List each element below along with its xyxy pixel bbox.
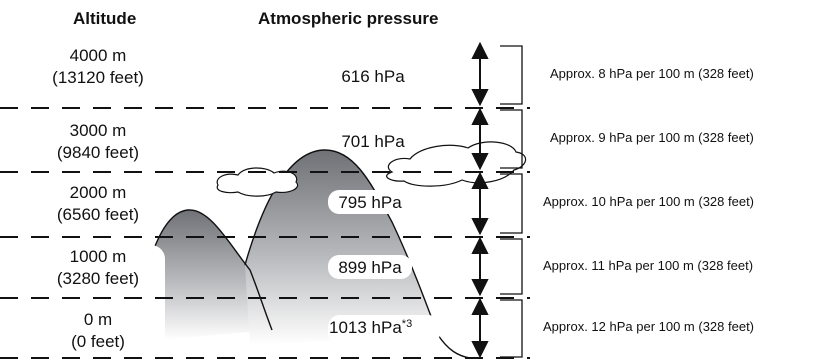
band-brackets xyxy=(500,45,523,358)
patch-1013 xyxy=(328,315,440,345)
patch-left-altitude xyxy=(125,245,165,350)
arrow-band-1 xyxy=(471,41,489,107)
altitude-label-4000: 4000 m (13120 feet) xyxy=(23,45,173,89)
cloud-right-icon xyxy=(386,141,527,187)
mountain-right xyxy=(245,150,438,345)
altitude-ft: (6560 feet) xyxy=(56,205,140,224)
bracket-band-1 xyxy=(500,45,523,105)
bracket-band-4 xyxy=(500,238,523,295)
footnote-marker: *3 xyxy=(401,318,413,330)
altitude-ft: (3280 feet) xyxy=(56,269,140,288)
pressure-value-2000: 795 hPa xyxy=(338,193,402,212)
pressure-value-4000: 616 hPa xyxy=(341,67,405,86)
altitude-ft: (9840 feet) xyxy=(56,143,140,162)
altitude-label-0: 0 m (0 feet) xyxy=(23,309,173,353)
pressure-value-3000: 701 hPa xyxy=(341,132,405,151)
pressure-arrows xyxy=(471,41,489,359)
bracket-band-5 xyxy=(500,299,523,358)
bracket-band-2 xyxy=(500,109,523,169)
altitude-m: 0 m xyxy=(83,310,113,329)
altitude-ft: (13120 feet) xyxy=(52,68,144,87)
arrow-band-3 xyxy=(471,171,489,236)
arrow-band-5 xyxy=(471,297,489,359)
pressure-rate-note-4: Approx. 11 hPa per 100 m (328 feet) xyxy=(543,258,754,273)
altitude-m: 3000 m xyxy=(69,121,127,140)
pressure-value-text: 1013 hPa xyxy=(329,318,402,337)
pressure-value-1000: 899 hPa xyxy=(338,258,402,277)
altitude-m: 2000 m xyxy=(69,183,127,202)
mountain-left xyxy=(140,209,270,340)
pressure-rate-note-3: Approx. 10 hPa per 100 m (328 feet) xyxy=(543,194,755,209)
pressure-rate-note-5: Approx. 12 hPa per 100 m (328 feet) xyxy=(543,319,755,334)
pressure-value-0: 1013 hPa*3 xyxy=(329,318,412,338)
mountain-left-outline xyxy=(139,209,273,331)
arrow-band-2 xyxy=(471,107,489,171)
altitude-ft: (0 feet) xyxy=(71,332,125,351)
altitude-dashed-lines xyxy=(0,107,530,359)
altitude-label-3000: 3000 m (9840 feet) xyxy=(23,120,173,164)
altitude-label-1000: 1000 m (3280 feet) xyxy=(23,246,173,290)
bracket-band-3 xyxy=(500,173,523,234)
altitude-m: 4000 m xyxy=(69,46,127,65)
altitude-header: Altitude xyxy=(73,9,137,28)
patch-795 xyxy=(328,190,412,214)
pressure-rate-note-2: Approx. 9 hPa per 100 m (328 feet) xyxy=(550,130,754,145)
arrow-band-4 xyxy=(471,236,489,297)
cloud-left-icon xyxy=(216,167,299,197)
altitude-m: 1000 m xyxy=(69,247,127,266)
pressure-header: Atmospheric pressure xyxy=(258,9,439,28)
pressure-rate-note-1: Approx. 8 hPa per 100 m (328 feet) xyxy=(550,66,754,81)
altitude-label-2000: 2000 m (6560 feet) xyxy=(23,182,173,226)
patch-899 xyxy=(328,255,412,279)
